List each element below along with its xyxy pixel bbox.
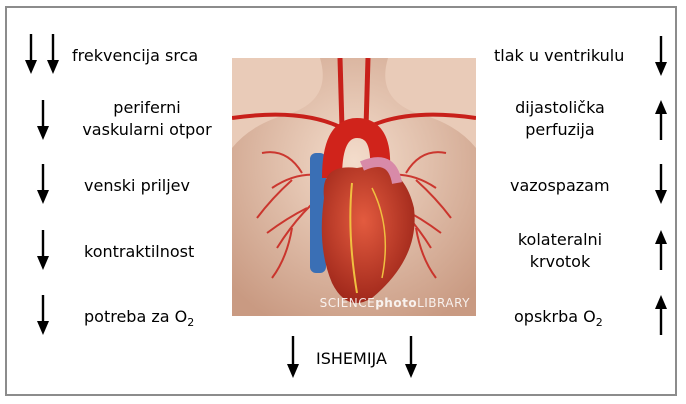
- label-line: periferni: [72, 97, 222, 119]
- label-opskrba-o2: opskrba O2: [514, 306, 603, 334]
- down-arrow-icon: [654, 164, 668, 204]
- down-arrow-icon: [286, 336, 300, 378]
- heart-anatomy-image: [232, 58, 476, 316]
- label-dijastolicka-perfuzija: dijastolička perfuzija: [490, 97, 630, 141]
- up-arrow-icon: [654, 100, 668, 140]
- watermark-part: LIBRARY: [417, 296, 470, 310]
- heart-illustration: SCIENCEphotoLIBRARY: [232, 58, 476, 316]
- watermark: SCIENCEphotoLIBRARY: [320, 296, 470, 310]
- label-kolateralni-krvotok: kolateralni krvotok: [500, 229, 620, 273]
- up-arrow-icon: [654, 295, 668, 335]
- down-arrow-icon: [654, 36, 668, 76]
- down-arrow-icon: [46, 34, 60, 74]
- label-periferni-vaskularni-otpor: periferni vaskularni otpor: [72, 97, 222, 141]
- watermark-part: SCIENCE: [320, 296, 376, 310]
- watermark-part: photo: [375, 296, 417, 310]
- label-text: opskrba O: [514, 307, 596, 326]
- label-ishemija: ISHEMIJA: [316, 348, 387, 370]
- label-potreba-za-o2: potreba za O2: [84, 306, 194, 334]
- up-arrow-icon: [654, 230, 668, 270]
- label-tlak-u-ventrikulu: tlak u ventrikulu: [494, 45, 624, 67]
- down-arrow-icon: [404, 336, 418, 378]
- down-arrow-icon: [36, 230, 50, 270]
- label-line: perfuzija: [490, 119, 630, 141]
- label-vazospazam: vazospazam: [510, 175, 610, 197]
- label-text: potreba za O: [84, 307, 187, 326]
- down-arrow-icon: [24, 34, 38, 74]
- down-arrow-icon: [36, 100, 50, 140]
- subscript-2: 2: [596, 316, 603, 329]
- label-kontraktilnost: kontraktilnost: [84, 241, 194, 263]
- label-line: dijastolička: [490, 97, 630, 119]
- down-arrow-icon: [36, 295, 50, 335]
- subscript-2: 2: [187, 316, 194, 329]
- label-line: kolateralni: [500, 229, 620, 251]
- label-line: krvotok: [500, 251, 620, 273]
- down-arrow-icon: [36, 164, 50, 204]
- label-line: vaskularni otpor: [72, 119, 222, 141]
- label-venski-priljev: venski priljev: [84, 175, 190, 197]
- label-frekvencija-srca: frekvencija srca: [72, 45, 198, 67]
